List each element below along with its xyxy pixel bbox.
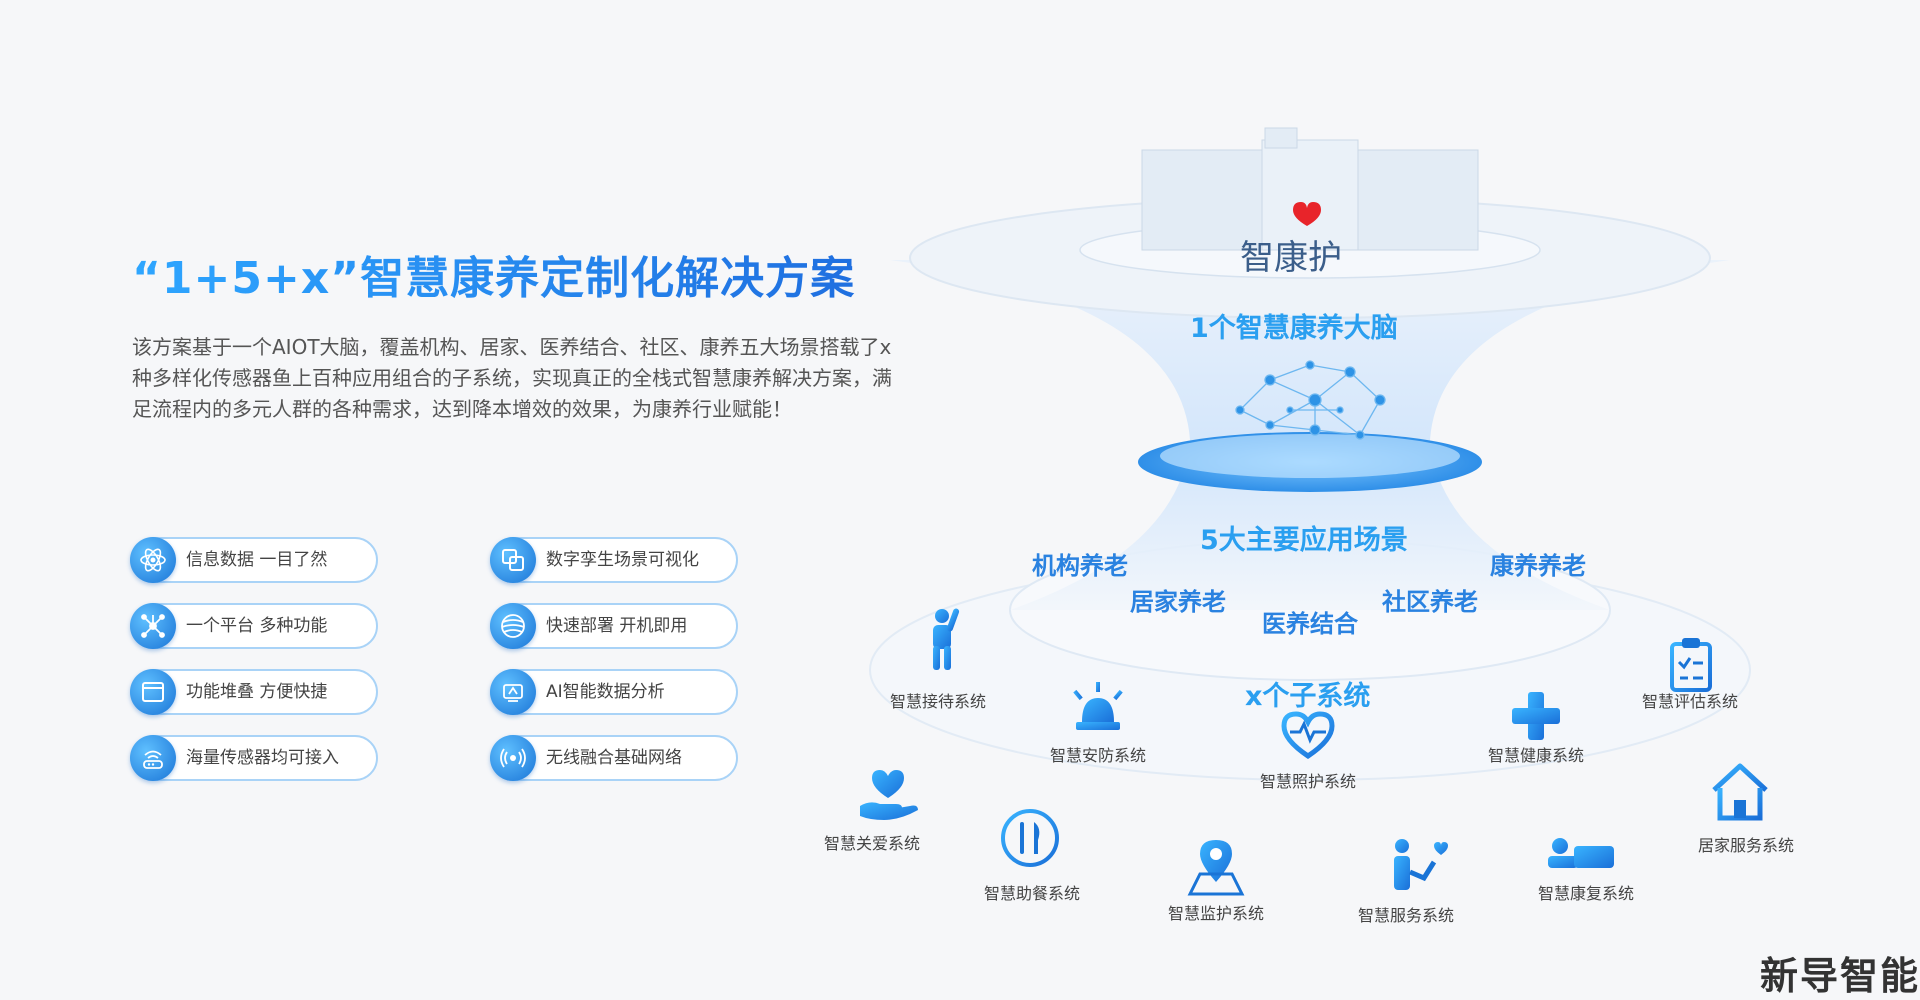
- network-icon: [130, 603, 176, 649]
- system-label: 智慧康复系统: [1538, 884, 1635, 903]
- globe-icon: [490, 603, 536, 649]
- system-label: 居家服务系统: [1698, 836, 1795, 855]
- solution-diagram: 智康护 1个智慧康养大脑 5大主要应用场景 x个子系统 机构养老 居家养老 医养…: [824, 110, 1920, 1000]
- heart-pulse-icon: [1281, 711, 1335, 760]
- system-label: 智慧照护系统: [1260, 772, 1357, 791]
- feature-pill: 快速部署 开机即用: [490, 603, 738, 649]
- building-graphic: [1141, 127, 1479, 251]
- feature-label: 海量传感器均可接入: [186, 748, 339, 768]
- logo-text: 智康护: [1240, 238, 1342, 278]
- system-label: 智慧关爱系统: [824, 834, 921, 853]
- scene-label: 医养结合: [1262, 610, 1358, 638]
- window-icon: [130, 669, 176, 715]
- feature-label: 无线融合基础网络: [546, 748, 682, 768]
- feature-label: 一个平台 多种功能: [186, 616, 328, 636]
- feature-label: 快速部署 开机即用: [546, 616, 688, 636]
- system-label: 智慧助餐系统: [984, 884, 1081, 903]
- feature-pill: 功能堆叠 方便快捷: [130, 669, 378, 715]
- system-label: 智慧监护系统: [1168, 904, 1265, 923]
- signal-icon: [490, 735, 536, 781]
- scene-label: 机构养老: [1032, 552, 1128, 580]
- heart-icon: [1293, 202, 1321, 226]
- layers-icon: [490, 537, 536, 583]
- wifi-router-icon: [130, 735, 176, 781]
- atom-icon: [130, 537, 176, 583]
- scene-label: 居家养老: [1130, 588, 1226, 616]
- alarm-light-icon: [1073, 682, 1123, 730]
- page-title: “1+5+x”智慧康养定制化解决方案: [132, 242, 855, 306]
- scene-label: 康养养老: [1490, 552, 1586, 580]
- feature-pill: 无线融合基础网络: [490, 735, 738, 781]
- brain-network-graphic: [1235, 360, 1386, 440]
- feature-pill: 信息数据 一目了然: [130, 537, 378, 583]
- feature-label: AI智能数据分析: [546, 682, 665, 702]
- feature-pill: 数字孪生场景可视化: [490, 537, 738, 583]
- scene-label: 社区养老: [1382, 588, 1478, 616]
- diagram-graphic: [860, 127, 1768, 896]
- feature-pill: AI智能数据分析: [490, 669, 738, 715]
- feature-label: 信息数据 一目了然: [186, 550, 328, 570]
- scenes-label: 5大主要应用场景: [1200, 525, 1408, 556]
- ai-chip-icon: [490, 669, 536, 715]
- clipboard-check-icon: [1670, 638, 1712, 692]
- map-pin-icon: [1187, 840, 1245, 896]
- system-label: 智慧健康系统: [1488, 746, 1585, 765]
- system-label: 智慧安防系统: [1050, 746, 1147, 765]
- solution-description: 该方案基于一个AIOT大脑，覆盖机构、居家、医养结合、社区、康养五大场景搭载了x…: [132, 335, 892, 421]
- service-person-icon: [1394, 839, 1448, 890]
- system-label: 智慧服务系统: [1358, 906, 1455, 925]
- feature-pill: 一个平台 多种功能: [130, 603, 378, 649]
- brain-label: 1个智慧康养大脑: [1190, 313, 1398, 344]
- system-label: 智慧接待系统: [890, 692, 987, 711]
- fork-knife-icon: [1001, 809, 1059, 867]
- hand-heart-icon: [860, 770, 918, 820]
- brand-logo-text: 新导智能: [1759, 954, 1920, 998]
- house-icon: [1712, 763, 1768, 821]
- subsystems-label: x个子系统: [1245, 681, 1371, 712]
- feature-pill: 海量传感器均可接入: [130, 735, 378, 781]
- medical-cross-icon: [1512, 692, 1560, 740]
- feature-label: 数字孪生场景可视化: [546, 550, 699, 570]
- rehab-bed-icon: [1548, 838, 1614, 868]
- system-label: 智慧评估系统: [1642, 692, 1739, 711]
- feature-label: 功能堆叠 方便快捷: [186, 682, 328, 702]
- reception-person-icon: [933, 608, 960, 670]
